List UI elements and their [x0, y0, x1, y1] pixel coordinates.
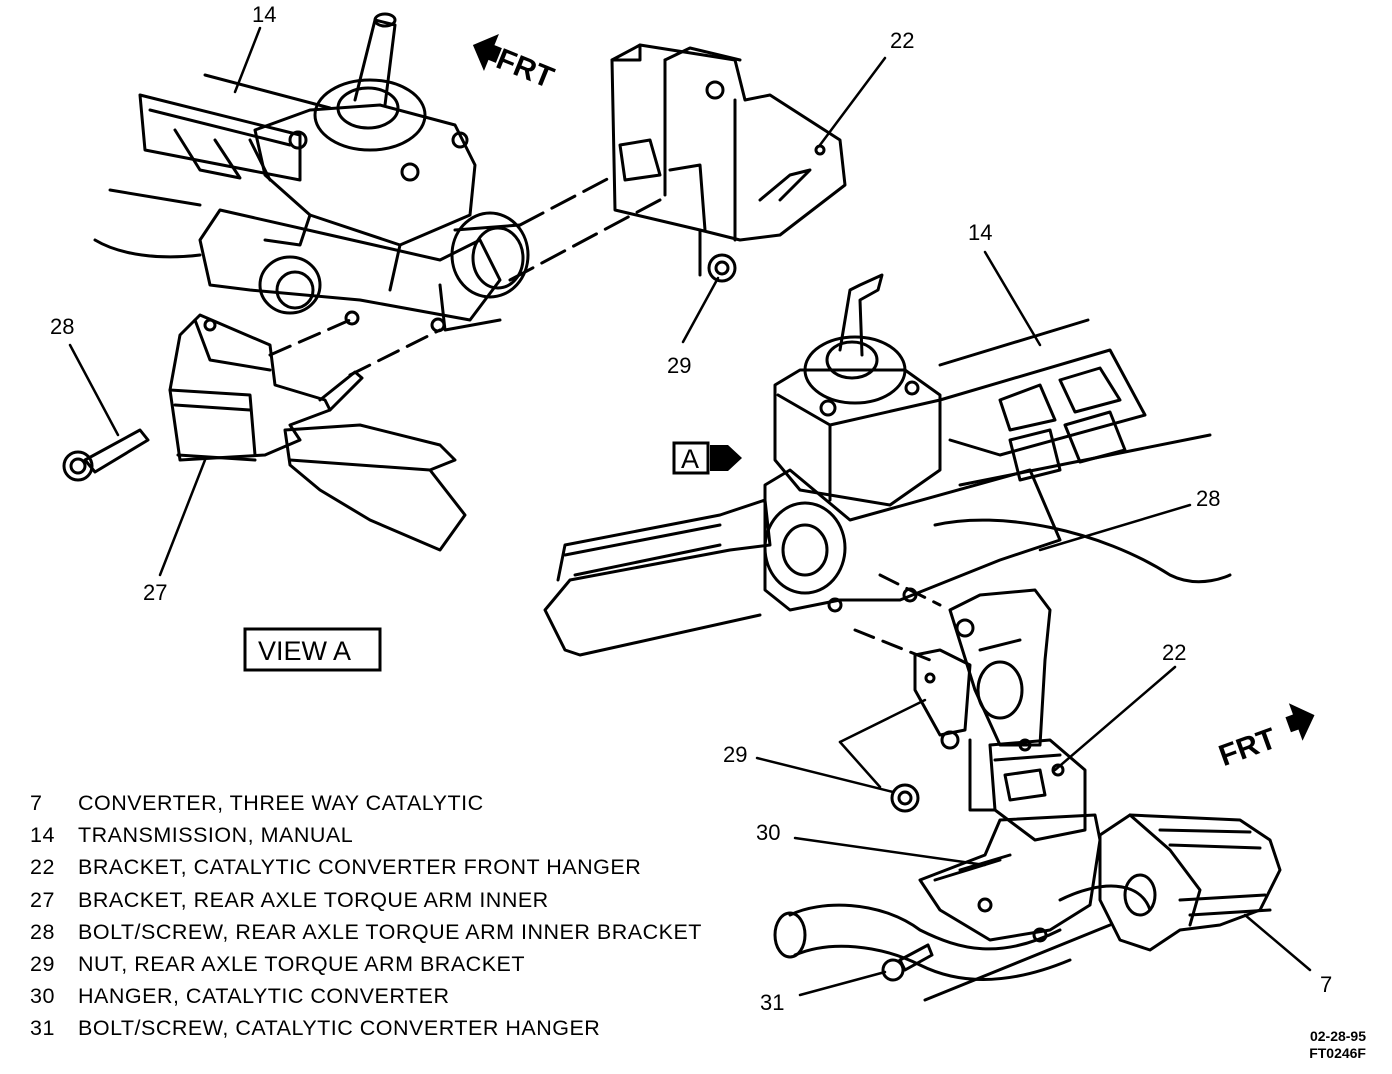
- callout-31: 31: [760, 990, 784, 1015]
- legend-number: 29: [30, 951, 55, 976]
- front-arrow-icon: [472, 33, 499, 72]
- frt-arrow-top: FRT: [472, 33, 558, 95]
- figure-date: 02-28-95: [1309, 1028, 1366, 1044]
- legend-number: 22: [30, 855, 55, 880]
- legend-description: BRACKET, REAR AXLE TORQUE ARM INNER: [78, 887, 549, 912]
- legend-description: BRACKET, CATALYTIC CONVERTER FRONT HANGE…: [78, 855, 642, 880]
- leader-lines: [68, 26, 1312, 997]
- legend-description: NUT, REAR AXLE TORQUE ARM BRACKET: [78, 951, 526, 976]
- legend-item: 30 HANGER, CATALYTIC CONVERTER: [30, 981, 750, 1013]
- frt-label-right: FRT: [1215, 722, 1281, 773]
- legend-number: 31: [30, 1016, 55, 1041]
- view-a-transmission: [93, 12, 662, 377]
- legend-item: 27 BRACKET, REAR AXLE TORQUE ARM INNER: [30, 885, 750, 917]
- view-a-marker-letter: A: [681, 444, 699, 474]
- front-arrow-icon: [1288, 703, 1315, 741]
- legend-description: CONVERTER, THREE WAY CATALYTIC: [78, 791, 484, 815]
- main-bolt-31: [881, 943, 934, 982]
- figure-footer: 02-28-95 FT0246F: [1309, 1028, 1366, 1062]
- legend-number: 30: [30, 984, 55, 1009]
- frt-arrow-right: FRT: [1215, 703, 1315, 773]
- legend-number: 28: [30, 919, 55, 944]
- callout-27: 27: [143, 580, 167, 605]
- legend-item: 31 BOLT/SCREW, CATALYTIC CONVERTER HANGE…: [30, 1013, 750, 1045]
- view-a-label: VIEW A: [258, 636, 351, 666]
- legend-item: 7 CONVERTER, THREE WAY CATALYTIC: [30, 788, 750, 820]
- main-nut-29: [890, 783, 920, 813]
- figure-id: FT0246F: [1309, 1045, 1366, 1061]
- view-a-bracket-27: [168, 313, 467, 552]
- callout-14-right: 14: [968, 220, 992, 245]
- view-a-title: VIEW A: [243, 627, 382, 672]
- view-a-bolt-28: [62, 428, 150, 482]
- main-transmission: [543, 273, 1232, 662]
- main-bracket-22: [913, 588, 1087, 842]
- legend-description: BOLT/SCREW, CATALYTIC CONVERTER HANGER: [78, 1016, 601, 1041]
- callout-22-right: 22: [1162, 640, 1186, 665]
- main-converter-7: [773, 813, 1282, 1002]
- callout-30: 30: [756, 820, 780, 845]
- callout-29-right: 29: [723, 742, 747, 767]
- legend-item: 29 NUT, REAR AXLE TORQUE ARM BRACKET: [30, 949, 750, 981]
- view-a-nut-29: [707, 253, 737, 283]
- legend-number: 27: [30, 887, 55, 912]
- callout-7: 7: [1320, 972, 1332, 997]
- legend-item: 14 TRANSMISSION, MANUAL: [30, 820, 750, 852]
- callout-28-left: 28: [50, 314, 74, 339]
- callout-28-right: 28: [1196, 486, 1220, 511]
- callout-14-top: 14: [252, 2, 276, 27]
- main-hanger-30: [918, 813, 1102, 943]
- legend-description: HANGER, CATALYTIC CONVERTER: [78, 984, 450, 1009]
- legend-description: TRANSMISSION, MANUAL: [78, 823, 354, 848]
- view-arrow-icon: [710, 445, 742, 471]
- frt-label-top: FRT: [492, 43, 558, 95]
- view-a-bracket-22: [610, 43, 847, 277]
- parts-legend: 7 CONVERTER, THREE WAY CATALYTIC 14 TRAN…: [30, 788, 750, 1046]
- legend-number: 14: [30, 823, 55, 848]
- callout-29-top: 29: [667, 353, 691, 378]
- legend-description: BOLT/SCREW, REAR AXLE TORQUE ARM INNER B…: [78, 919, 702, 944]
- view-a-marker: A: [672, 441, 742, 475]
- callout-22-top: 22: [890, 28, 914, 53]
- legend-item: 22 BRACKET, CATALYTIC CONVERTER FRONT HA…: [30, 852, 750, 884]
- legend-item: 28 BOLT/SCREW, REAR AXLE TORQUE ARM INNE…: [30, 917, 750, 949]
- legend-number: 7: [30, 791, 43, 815]
